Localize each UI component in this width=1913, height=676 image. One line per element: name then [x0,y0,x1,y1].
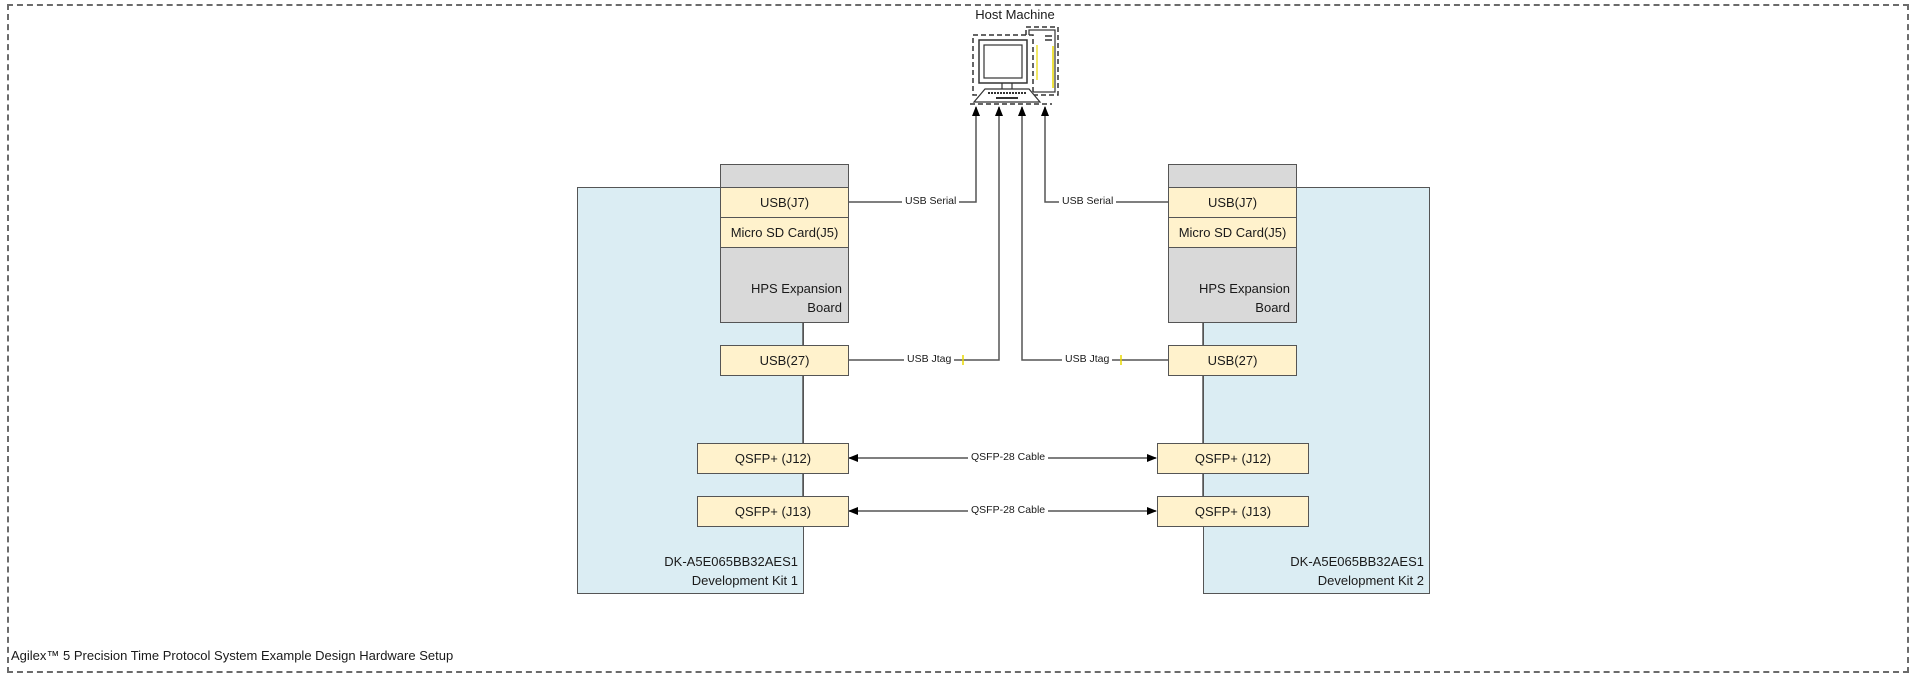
qsfp-cable-2-label: QSFP-28 Cable [968,504,1049,516]
usb-serial-1-label: USB Serial [902,195,960,207]
qsfp-cable-1-label: QSFP-28 Cable [968,451,1049,463]
hps-label-line1: HPS Expansion [1198,281,1290,296]
hps-label-line1: HPS Expansion [750,281,842,296]
diagram-frame [7,4,1909,673]
kit-part-number: DK-A5E065BB32AES1 [1290,554,1424,569]
hps-label-1: HPS Expansion Board [751,279,842,317]
usb-jtag-1-label: USB Jtag [904,353,955,365]
usb-27-port-2: USB(27) [1168,345,1297,376]
hps-label-line2: Board [1255,300,1290,315]
host-machine-title: Host Machine [975,7,1055,22]
usb-serial-1-line [848,106,980,203]
hps-label-line2: Board [807,300,842,315]
hps-label-2: HPS Expansion Board [1199,279,1290,317]
desktop-computer-icon [970,26,1059,105]
qsfp-j13-port-1: QSFP+ (J13) [697,496,849,527]
qsfp-j12-port-1: QSFP+ (J12) [697,443,849,474]
qsfp-j13-port-2: QSFP+ (J13) [1157,496,1309,527]
usb-jtag-2-line [1018,106,1168,361]
kit-part-number: DK-A5E065BB32AES1 [664,554,798,569]
usb-serial-2-label: USB Serial [1059,195,1117,207]
usb-27-port-1: USB(27) [720,345,849,376]
usb-serial-2-line [1041,106,1168,203]
usb-jtag-2-label: USB Jtag [1062,353,1113,365]
diagram-caption: Agilex™ 5 Precision Time Protocol System… [11,648,454,663]
kit-name: Development Kit 1 [691,573,798,588]
usb-j7-port-1: USB(J7) [720,187,849,218]
dev-kit-2-label: DK-A5E065BB32AES1 Development Kit 2 [1203,552,1424,590]
micro-sd-port-1: Micro SD Card(J5) [720,217,849,248]
usb-jtag-1-line [848,106,1003,361]
usb-j7-port-2: USB(J7) [1168,187,1297,218]
qsfp-j12-port-2: QSFP+ (J12) [1157,443,1309,474]
micro-sd-port-2: Micro SD Card(J5) [1168,217,1297,248]
kit-name: Development Kit 2 [1317,573,1424,588]
dev-kit-1-label: DK-A5E065BB32AES1 Development Kit 1 [577,552,798,590]
